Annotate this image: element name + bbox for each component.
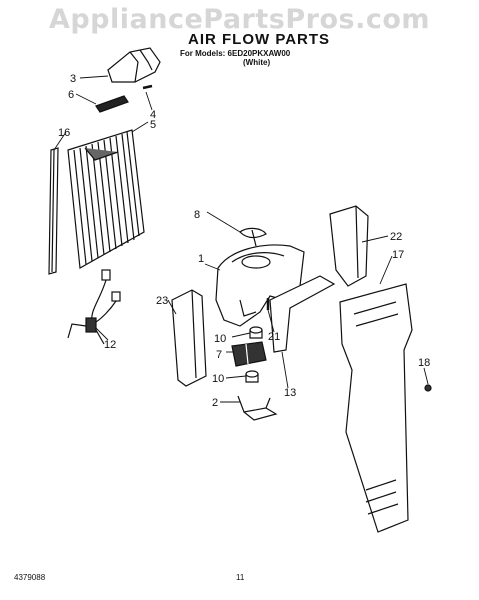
part-1-housing (215, 244, 305, 327)
part-16-strip (48, 147, 59, 275)
callout-1: 1 (198, 253, 204, 265)
callout-21: 21 (268, 331, 280, 343)
callout-3: 3 (70, 73, 76, 85)
part-22-panel (329, 205, 369, 287)
callout-5: 5 (150, 119, 156, 131)
part-2-bracket (237, 395, 278, 421)
part-10-grommet-lower (245, 370, 259, 383)
color-line: (White) (243, 58, 271, 67)
callout-8: 8 (194, 209, 200, 221)
callout-10-lower: 10 (212, 373, 224, 385)
callout-22: 22 (390, 231, 402, 243)
part-4-screw (142, 84, 153, 90)
part-6-bar (95, 95, 129, 113)
part-7-motor (231, 341, 267, 367)
callout-17: 17 (392, 249, 404, 261)
part-3-cover (107, 47, 161, 83)
page-title: AIR FLOW PARTS (188, 31, 331, 48)
part-12-harness (67, 269, 121, 345)
callout-7: 7 (216, 349, 222, 361)
part-10-grommet-upper (249, 326, 263, 339)
part-8-fan (239, 227, 267, 247)
watermark: AppliancePartsPros.com (48, 4, 431, 35)
callout-6: 6 (68, 89, 74, 101)
page-number: 11 (236, 573, 245, 582)
callout-10-upper: 10 (214, 333, 226, 345)
part-13-gasket (269, 275, 336, 353)
part-17-panel (339, 283, 413, 533)
callout-16: 16 (58, 127, 70, 139)
models-line: For Models: 6ED20PKXAW00 (180, 49, 291, 58)
callout-23: 23 (156, 295, 168, 307)
callout-2: 2 (212, 397, 218, 409)
part-23-panel (171, 289, 207, 387)
callout-4: 4 (150, 109, 156, 121)
callout-13: 13 (284, 387, 296, 399)
doc-number: 4379088 (14, 573, 46, 582)
callout-18: 18 (418, 357, 430, 369)
part-18-screw (424, 384, 432, 392)
callout-12: 12 (104, 339, 116, 351)
part-5-panel (67, 129, 145, 269)
